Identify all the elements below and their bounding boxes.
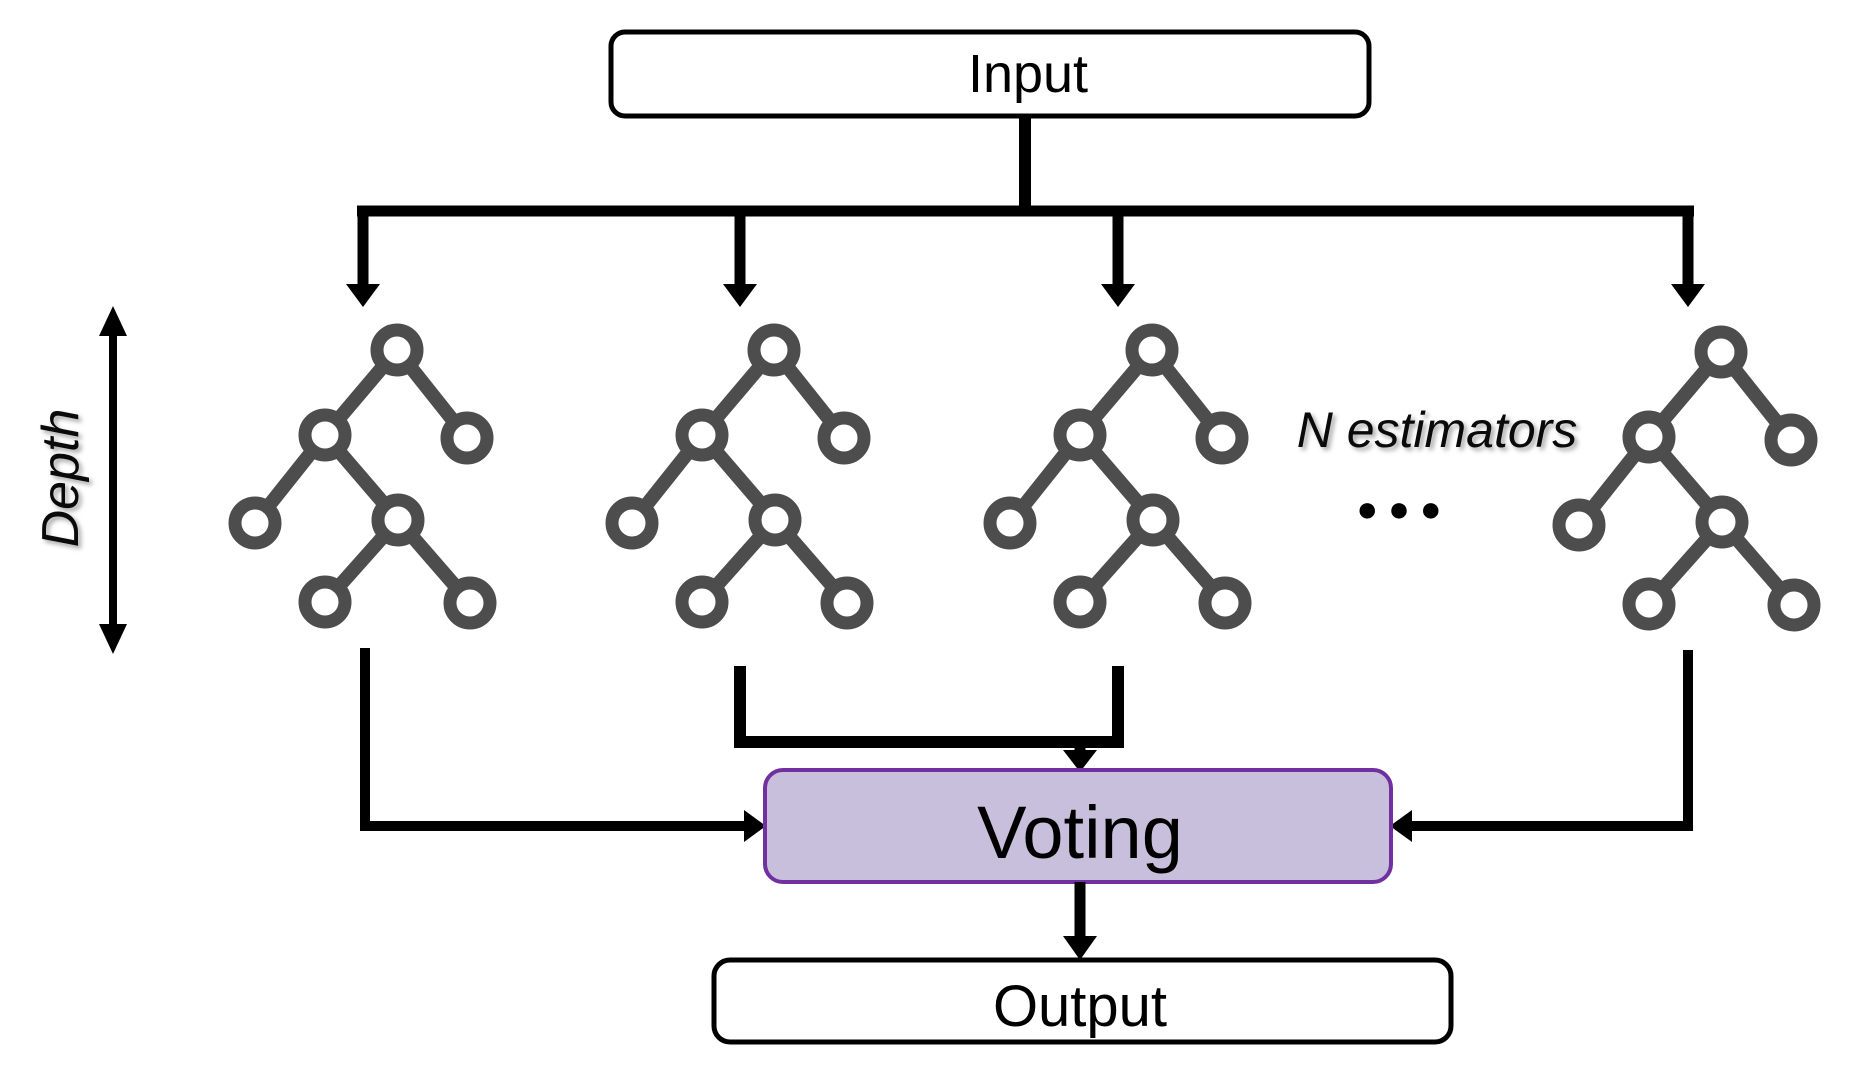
branch-arrow-4 <box>1671 211 1705 307</box>
tree4-to-voting-connector <box>1390 650 1693 842</box>
decision-tree-icon-3 <box>990 330 1245 623</box>
decision-tree-icon-4 <box>1559 332 1814 625</box>
decision-tree-icon-2 <box>612 330 867 623</box>
depth-axis-arrow <box>99 306 127 654</box>
decision-tree-icon-1 <box>235 330 490 623</box>
input-box <box>608 29 1372 119</box>
branch-arrow-3 <box>1101 211 1135 307</box>
voting-to-output-arrow <box>1063 882 1097 960</box>
voting-label: Voting <box>977 791 1183 874</box>
input-label: Input <box>968 44 1088 104</box>
depth-label: Depth <box>32 409 90 548</box>
branch-arrow-2 <box>723 211 757 307</box>
output-box <box>711 957 1454 1045</box>
n-estimators-label: N estimators <box>1297 402 1578 458</box>
trees23-bracket-connector <box>734 666 1124 772</box>
output-label: Output <box>993 974 1167 1039</box>
branch-arrow-1 <box>346 211 380 307</box>
tree1-to-voting-connector <box>360 648 766 842</box>
ellipsis-dots: ●●● <box>1356 488 1451 529</box>
